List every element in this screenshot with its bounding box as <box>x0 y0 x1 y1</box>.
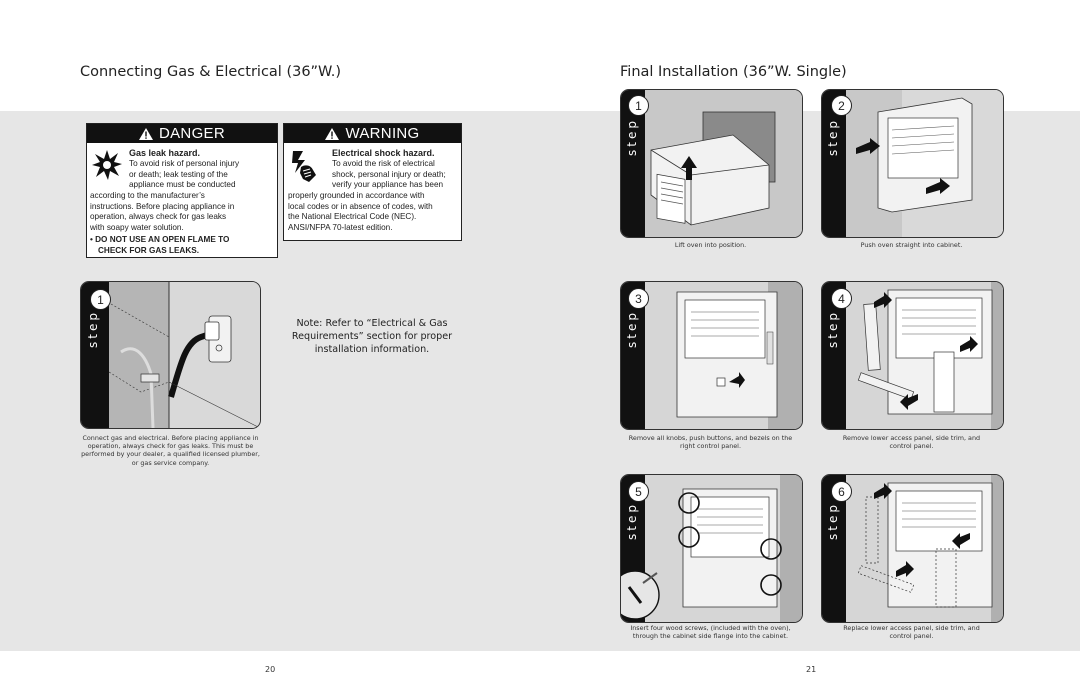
warning-line: the National Electrical Code (NEC). <box>288 212 417 222</box>
danger-bullet-line: CHECK FOR GAS LEAKS. <box>98 245 199 255</box>
caption-line: operation, always check for gas leaks. T… <box>87 442 254 451</box>
caption-line: Push oven straight into cabinet. <box>860 241 963 249</box>
warning-line: properly grounded in accordance with <box>288 191 425 200</box>
warning-box: WARNING Electrical shock hazard. To avoi… <box>283 123 462 241</box>
right-step-5-illustration <box>620 474 803 623</box>
danger-line: operation, always check for gas leaks <box>90 212 227 222</box>
danger-header-label: DANGER <box>159 125 225 142</box>
danger-box: DANGER Gas leak hazard. To avoid risk of… <box>86 123 278 258</box>
right-step-4-word: step <box>826 310 840 348</box>
warning-header: WARNING <box>284 124 461 143</box>
warning-text-full: properly grounded in accordance with loc… <box>288 191 433 233</box>
caption-line: Connect gas and electrical. Before placi… <box>82 434 259 442</box>
danger-subtitle: Gas leak hazard. <box>129 148 201 158</box>
electric-shock-icon <box>289 149 319 188</box>
note-line: installation information. <box>314 344 430 355</box>
right-step-1-number: 1 <box>628 95 649 116</box>
danger-line: instructions. Before placing appliance i… <box>90 201 235 211</box>
right-step-4-illustration <box>821 281 1004 430</box>
right-step-5-word: step <box>625 502 639 540</box>
danger-text-full: according to the manufacturer’s instruct… <box>90 191 234 233</box>
danger-bullet-line: • DO NOT USE AN OPEN FLAME TO <box>90 235 230 244</box>
warning-line: verify your appliance has been <box>332 180 444 190</box>
warning-subtitle: Electrical shock hazard. <box>332 148 435 158</box>
right-step-5-caption: Insert four wood screws, (included with … <box>620 624 801 640</box>
right-step-4-number: 4 <box>831 288 852 309</box>
caption-line: right control panel. <box>680 442 741 451</box>
left-step-1-illustration <box>80 281 261 429</box>
right-step-2-word: step <box>826 118 840 156</box>
right-step-6-caption: Replace lower access panel, side trim, a… <box>821 624 1002 640</box>
warning-triangle-icon <box>325 127 340 140</box>
right-step-6-word: step <box>826 502 840 540</box>
right-step-3-number: 3 <box>628 288 649 309</box>
danger-header: DANGER <box>87 124 277 143</box>
page-number-left: 20 <box>265 665 276 674</box>
page-title-right: Final Installation (36”W. Single) <box>620 64 847 80</box>
right-step-4-caption: Remove lower access panel, side trim, an… <box>821 434 1002 450</box>
warning-line: shock, personal injury or death; <box>332 169 446 179</box>
danger-line: or death; leak testing of the <box>129 169 228 179</box>
danger-bullet: • DO NOT USE AN OPEN FLAME TO CHECK FOR … <box>90 235 229 256</box>
right-step-6-number: 6 <box>831 481 852 502</box>
right-step-3-word: step <box>625 310 639 348</box>
page-number-right: 21 <box>806 665 817 674</box>
danger-line: according to the manufacturer’s <box>90 191 205 200</box>
right-step-6-illustration <box>821 474 1004 623</box>
warning-line: local codes or in absence of codes, with <box>288 201 433 211</box>
caption-line: control panel. <box>889 442 934 451</box>
warning-line: ANSI/NFPA 70-latest edition. <box>288 222 393 232</box>
caption-line: or gas service company. <box>131 458 210 467</box>
warning-triangle-icon <box>139 127 153 140</box>
right-step-1-illustration <box>620 89 803 238</box>
caption-line: Replace lower access panel, side trim, a… <box>843 624 980 632</box>
caption-line: Remove lower access panel, side trim, an… <box>842 434 981 442</box>
right-step-3-illustration <box>620 281 803 430</box>
caption-line: Lift oven into position. <box>674 241 747 249</box>
right-step-2-caption: Push oven straight into cabinet. <box>821 241 1002 249</box>
right-step-2-number: 2 <box>831 95 852 116</box>
caption-line: through the cabinet side flange into the… <box>632 632 789 641</box>
caption-line: control panel. <box>889 632 934 641</box>
warning-text-indented: To avoid the risk of electrical shock, p… <box>332 159 446 191</box>
right-step-3-caption: Remove all knobs, push buttons, and beze… <box>620 434 801 450</box>
danger-line: with soapy water solution. <box>90 222 184 232</box>
note-line: Note: Refer to “Electrical & Gas <box>296 318 448 329</box>
page-title-left: Connecting Gas & Electrical (36”W.) <box>80 64 341 80</box>
danger-line: To avoid risk of personal injury <box>129 159 240 168</box>
caption-line: performed by your dealer, a qualified li… <box>81 450 260 459</box>
right-step-5-number: 5 <box>628 481 649 502</box>
danger-text-indented: To avoid risk of personal injury or deat… <box>129 159 239 191</box>
left-step-1-word: step <box>86 310 100 348</box>
danger-line: appliance must be conducted <box>129 180 236 190</box>
note-line: Requirements” section for proper <box>291 331 453 342</box>
caption-line: Remove all knobs, push buttons, and beze… <box>628 434 793 442</box>
explosion-icon <box>91 149 123 186</box>
caption-line: Insert four wood screws, (included with … <box>630 624 791 632</box>
right-step-1-caption: Lift oven into position. <box>620 241 801 249</box>
right-step-2-illustration <box>821 89 1004 238</box>
warning-header-label: WARNING <box>345 125 420 142</box>
left-step-1-number: 1 <box>90 289 111 310</box>
right-step-1-word: step <box>625 118 639 156</box>
warning-line: To avoid the risk of electrical <box>332 159 435 168</box>
note-text: Note: Refer to “Electrical & Gas Require… <box>282 317 462 356</box>
left-step-1-caption: Connect gas and electrical. Before placi… <box>78 434 263 467</box>
